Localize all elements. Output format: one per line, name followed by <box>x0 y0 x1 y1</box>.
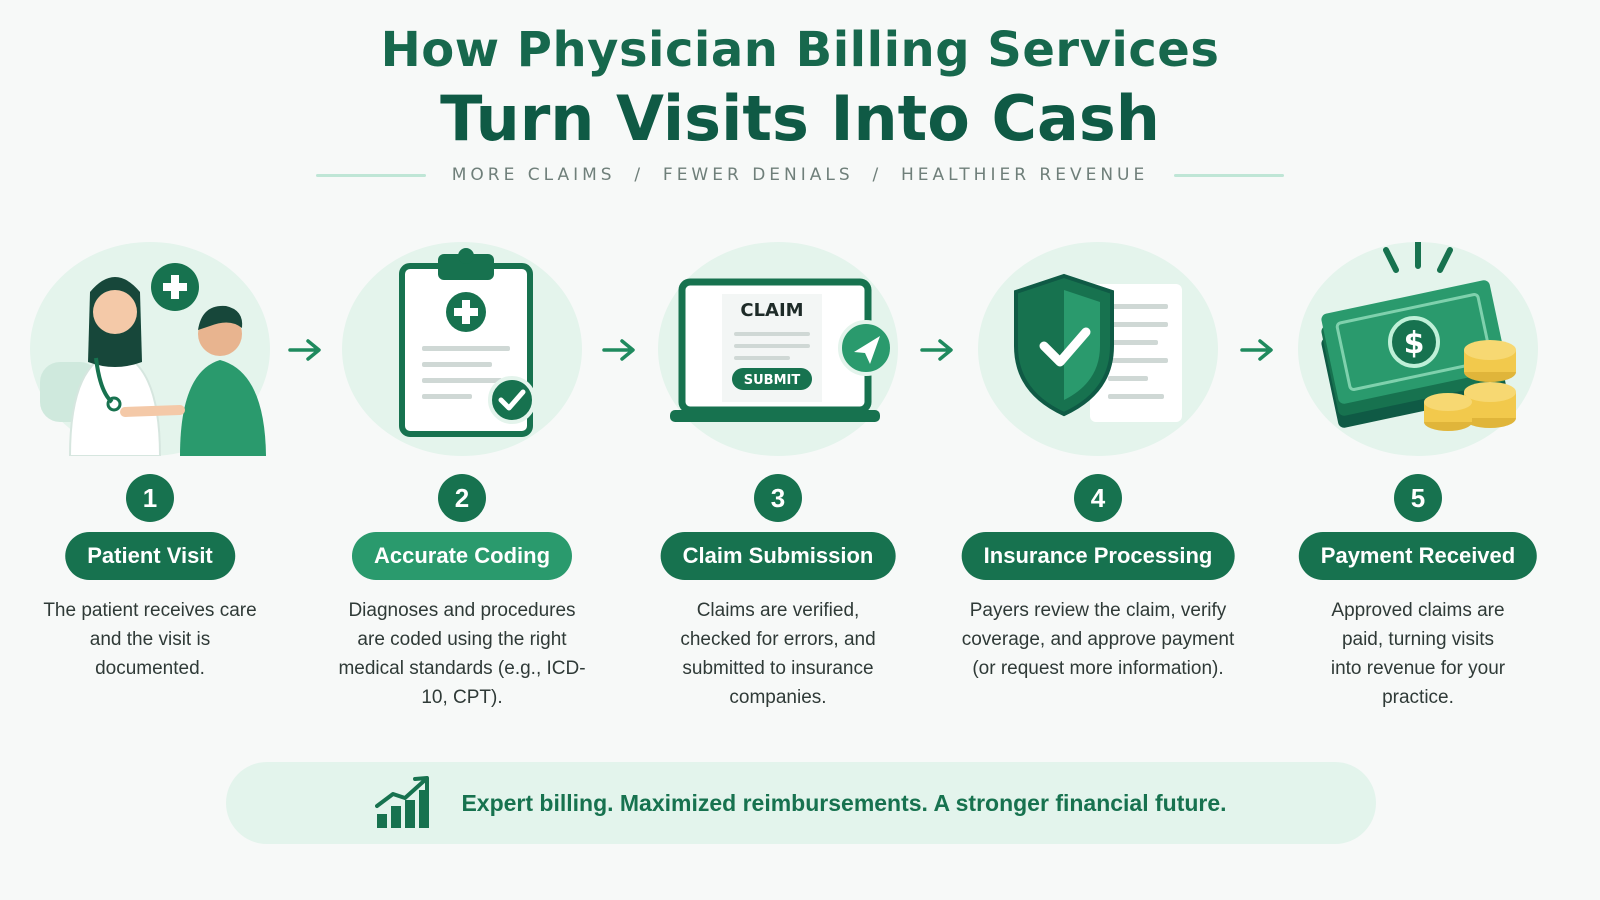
step-title: Payment Received <box>1298 532 1538 580</box>
step-description: Claims are verified, checked for errors,… <box>680 600 876 708</box>
shield-check-icon <box>978 242 1218 456</box>
growth-chart-icon <box>375 776 430 828</box>
step-number-badge: 1 <box>126 474 174 522</box>
claim-screen-title: CLAIM <box>740 300 803 321</box>
clipboard-icon <box>342 242 582 456</box>
doctor-patient-icon <box>30 242 270 456</box>
step-title: Patient Visit <box>65 532 235 580</box>
laptop-claim-icon: CLAIM SUBMIT <box>658 242 898 456</box>
arrow-right-icon <box>602 339 635 361</box>
page-subtitle: MORE CLAIMS / FEWER DENIALS / HEALTHIER … <box>451 165 1149 185</box>
page-title-line2: Turn Visits Into Cash <box>440 82 1160 155</box>
step-description: The patient receives care and the visit … <box>43 600 257 679</box>
arrow-right-icon <box>288 339 321 361</box>
arrow-right-icon <box>1240 339 1273 361</box>
subtitle-divider-right <box>1174 173 1285 177</box>
step-description: Approved claims are paid, turning visits… <box>1330 600 1506 708</box>
step-number-badge: 5 <box>1394 474 1442 522</box>
money-stack-icon: $ <box>1298 242 1538 456</box>
step-description: Payers review the claim, verify coverage… <box>961 600 1235 679</box>
footer-banner: Expert billing. Maximized reimbursements… <box>226 762 1376 844</box>
step-description: Diagnoses and procedures are coded using… <box>338 600 586 708</box>
subtitle-divider-left <box>315 173 426 177</box>
step-title: Claim Submission <box>660 532 896 580</box>
step-number-badge: 2 <box>438 474 486 522</box>
page-title-line1: How Physician Billing Services <box>380 22 1220 78</box>
step-title: Insurance Processing <box>961 532 1235 580</box>
step-number-badge: 4 <box>1074 474 1122 522</box>
claim-submit-label: SUBMIT <box>744 373 801 388</box>
subtitle-row: MORE CLAIMS / FEWER DENIALS / HEALTHIER … <box>0 165 1600 185</box>
step-number-badge: 3 <box>754 474 802 522</box>
banner-text: Expert billing. Maximized reimbursements… <box>461 789 1227 816</box>
arrow-right-icon <box>920 339 953 361</box>
svg-text:$: $ <box>1404 326 1425 361</box>
step-title: Accurate Coding <box>351 532 573 580</box>
